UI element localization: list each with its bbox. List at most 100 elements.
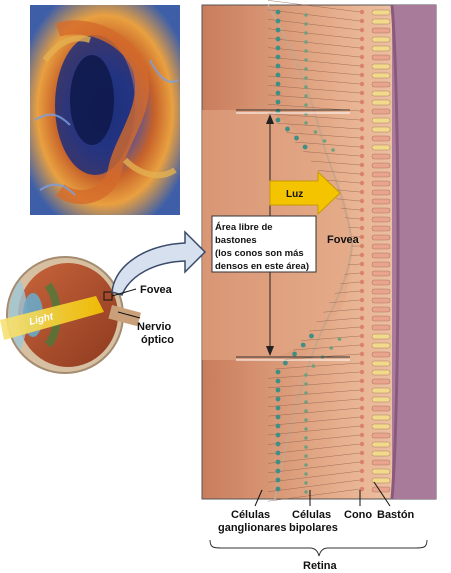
bipolar-cell <box>304 427 308 431</box>
bipolar-label-2: bipolares <box>289 522 338 534</box>
receptor-nucleus <box>359 423 365 429</box>
ganglion-cell <box>275 396 281 402</box>
receptor-fiber <box>344 272 361 275</box>
receptor-nucleus <box>359 18 365 24</box>
ganglion-label-2: ganglionares <box>218 522 286 534</box>
receptor-nucleus <box>359 144 365 150</box>
receptor-nucleus <box>359 117 365 123</box>
bipolar-cell <box>304 400 308 404</box>
cone-cell <box>371 243 391 250</box>
cone-cell <box>371 153 391 160</box>
bipolar-cell <box>304 436 308 440</box>
receptor-fiber <box>335 290 361 294</box>
receptor-fiber <box>267 37 361 49</box>
cone-cell <box>371 135 391 142</box>
optic-nerve-label-1: Nervio <box>137 321 172 333</box>
receptor-nucleus <box>359 396 365 402</box>
ganglion-cell <box>300 342 306 348</box>
cone-cell <box>371 306 391 313</box>
receptor-nucleus <box>359 99 365 105</box>
rod-cell <box>371 99 391 106</box>
photoreceptor-layer <box>267 0 391 502</box>
bipolar-cell <box>304 49 308 53</box>
receptor-nucleus <box>359 135 365 141</box>
rod-cell <box>371 414 391 421</box>
receptor-nucleus <box>359 261 365 267</box>
rod-free-label-box: Área libre de bastones (los conos son má… <box>211 215 317 273</box>
receptor-nucleus <box>359 477 365 483</box>
bipolar-cell <box>304 454 308 458</box>
ganglion-cell <box>275 63 281 69</box>
cone-cell <box>371 315 391 322</box>
ganglion-cell <box>275 486 281 492</box>
receptor-nucleus <box>359 81 365 87</box>
bipolar-cell <box>304 103 308 107</box>
receptor-nucleus <box>359 252 365 258</box>
cone-cell <box>371 297 391 304</box>
ganglion-cell <box>309 333 314 339</box>
cone-cell <box>371 198 391 205</box>
receptor-nucleus <box>359 315 365 321</box>
receptor-nucleus <box>359 378 365 384</box>
receptor-fiber <box>267 380 361 389</box>
bipolar-cell <box>304 121 308 125</box>
callout-arrow <box>111 230 207 296</box>
eye-cross-section: Light <box>0 256 141 374</box>
receptor-fiber <box>301 335 361 341</box>
ganglion-cell <box>275 477 281 483</box>
bipolar-cell <box>322 139 327 143</box>
bipolar-cell <box>304 13 308 17</box>
receptor-fiber <box>275 362 361 370</box>
ganglion-cell <box>275 72 281 78</box>
light-arrow: Luz <box>269 170 341 216</box>
receptor-fiber <box>329 299 361 303</box>
receptor-nucleus <box>359 189 365 195</box>
rod-cell <box>371 342 391 349</box>
receptor-fiber <box>267 452 361 464</box>
cone-cell <box>371 351 391 358</box>
rod-cell <box>371 360 391 367</box>
ganglion-cell <box>275 414 281 420</box>
receptor-fiber <box>267 28 361 40</box>
bipolar-cell <box>304 409 308 413</box>
ganglion-cell <box>275 9 281 15</box>
rod-cell <box>371 369 391 376</box>
rod-free-line-3: (los conos son más <box>215 248 304 259</box>
receptor-nucleus <box>359 63 365 69</box>
receptor-fiber <box>267 47 361 58</box>
receptor-nucleus <box>359 279 365 285</box>
cone-cell <box>371 54 391 61</box>
bipolar-label-1: Células <box>292 509 331 521</box>
receptor-nucleus <box>359 387 365 393</box>
bipolar-cell <box>304 481 308 485</box>
rod-cell <box>371 423 391 430</box>
receptor-nucleus <box>359 450 365 456</box>
receptor-fiber <box>277 122 361 130</box>
rod-free-line-2: bastones <box>215 235 257 246</box>
receptor-fiber <box>303 151 361 157</box>
receptor-nucleus <box>359 108 365 114</box>
receptor-nucleus <box>359 198 365 204</box>
receptor-nucleus <box>359 171 365 177</box>
cone-cell <box>371 279 391 286</box>
cone-cell <box>371 180 391 187</box>
rod-cell <box>371 117 391 124</box>
retina-brace <box>209 539 428 557</box>
rod-cell <box>371 45 391 52</box>
bipolar-cell <box>304 373 308 377</box>
ganglion-cell <box>282 360 288 366</box>
receptor-nucleus <box>359 441 365 447</box>
rod-free-bracket <box>236 109 350 361</box>
receptor-fiber <box>267 94 361 103</box>
cone-cell <box>371 288 391 295</box>
receptor-fiber <box>267 479 361 492</box>
receptor-nucleus <box>359 72 365 78</box>
bipolar-cell <box>304 391 308 395</box>
cone-cell <box>371 405 391 412</box>
receptor-nucleus <box>359 468 365 474</box>
bipolar-cell <box>304 22 308 26</box>
receptor-fiber <box>267 434 361 445</box>
cone-cell <box>371 459 391 466</box>
ganglion-cell <box>275 441 281 447</box>
cone-cell <box>371 216 391 223</box>
